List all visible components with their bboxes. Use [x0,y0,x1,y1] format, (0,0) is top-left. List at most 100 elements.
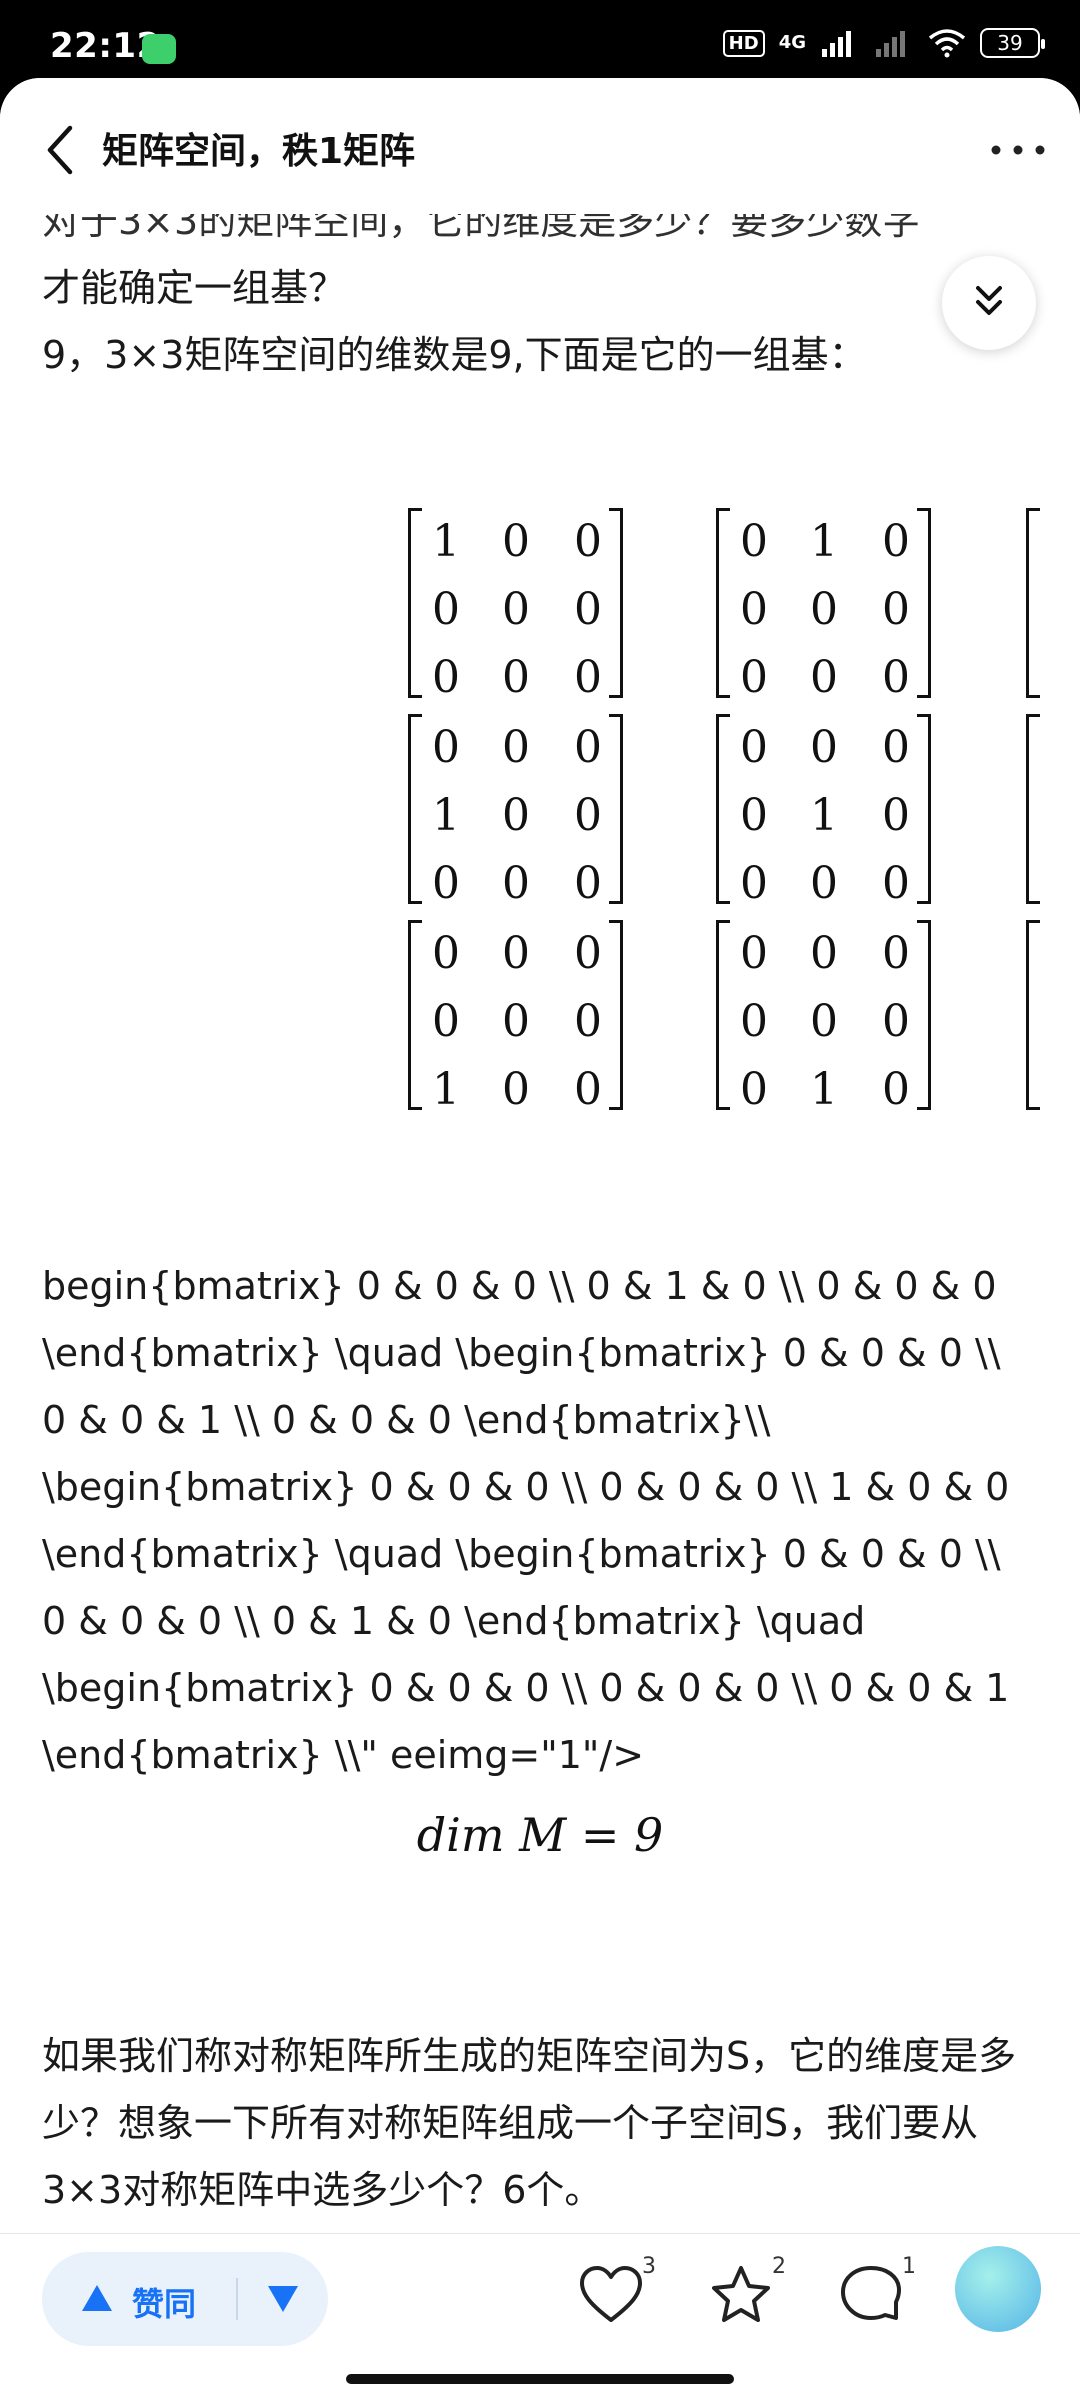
matrix-cell: 0 [574,584,602,635]
matrix-cell: 0 [740,790,768,841]
like-count: 3 [642,2254,656,2279]
favorite-button[interactable]: 2 [708,2254,788,2336]
matrix-cell: 0 [882,652,910,703]
matrix-cell: 0 [502,1064,530,1115]
matrix-cell: 0 [882,584,910,635]
comment-button[interactable]: 1 [838,2254,918,2336]
vote-pill: 赞同 [42,2252,328,2346]
matrix-e12: 0 1 0 0 0 0 0 0 0 [716,508,931,703]
matrix-cell: 0 [432,858,460,909]
matrix-cell: 0 [432,996,460,1047]
battery-level: 39 [997,31,1023,55]
matrix-cell: 0 [740,584,768,635]
intro-paragraph: 对于3×3的矩阵空间，它的维度是多少？要多少数字 才能确定一组基？ 9，3×3矩… [42,198,1032,389]
favorite-count: 2 [772,2254,786,2279]
matrix-cell: 0 [574,652,602,703]
matrix-cell: 0 [810,584,838,635]
basis-matrices: 1 0 0 0 0 0 0 0 0 0 1 0 0 0 0 0 0 0 [0,508,1080,1248]
matrix-cell: 1 [810,1064,838,1115]
matrix-cell: 1 [810,516,838,567]
hd-badge: HD [722,29,765,57]
heart-icon [580,2266,642,2322]
battery-indicator: 39 [980,28,1045,58]
upvote-button[interactable]: 赞同 [42,2252,234,2346]
matrix-e22: 0 0 0 0 1 0 0 0 0 [716,714,931,909]
matrix-cell: 0 [810,722,838,773]
upvote-triangle-icon [82,2285,112,2311]
matrix-cell: 0 [740,858,768,909]
matrix-cell: 0 [740,516,768,567]
matrix-cell: 0 [740,928,768,979]
matrix-cell: 0 [502,790,530,841]
matrix-cell: 0 [740,1064,768,1115]
matrix-cell: 0 [882,790,910,841]
matrix-clipped [1026,920,1080,1110]
matrix-e21: 0 0 0 1 0 0 0 0 0 [408,714,623,909]
intro-line-3: 9，3×3矩阵空间的维数是9,下面是它的一组基： [42,333,867,377]
matrix-cell: 0 [740,996,768,1047]
more-options-icon[interactable] [986,130,1050,170]
matrix-cell: 0 [574,516,602,567]
matrix-cell: 0 [432,584,460,635]
matrix-e32: 0 0 0 0 0 0 0 1 0 [716,920,931,1115]
comment-icon [841,2266,901,2320]
matrix-cell: 0 [574,790,602,841]
matrix-cell: 0 [432,722,460,773]
matrix-cell: 0 [574,996,602,1047]
matrix-cell: 0 [810,996,838,1047]
matrix-clipped [1026,508,1080,698]
wifi-icon [928,29,966,58]
matrix-cell: 0 [810,928,838,979]
upvote-label: 赞同 [132,2285,197,2323]
star-icon [712,2266,770,2322]
dimension-formula: dim M = 9 [416,1808,664,1862]
matrix-cell: 0 [574,858,602,909]
matrix-cell: 0 [574,1064,602,1115]
matrix-cell: 0 [502,928,530,979]
symmetric-paragraph: 如果我们称对称矩阵所生成的矩阵空间为S，它的维度是多少？想象一下所有对称矩阵组成… [42,2034,1017,2212]
matrix-cell: 0 [740,652,768,703]
avatar[interactable] [955,2246,1041,2332]
vote-divider [236,2278,238,2320]
intro-line-2: 才能确定一组基？ [42,266,347,310]
matrix-cell: 0 [882,722,910,773]
matrix-cell: 0 [810,652,838,703]
downvote-triangle-icon [268,2286,298,2312]
signal-icon [822,31,851,57]
matrix-cell: 0 [740,722,768,773]
bottom-action-bar: 赞同 3 2 1 [0,2233,1080,2400]
matrix-cell: 0 [502,652,530,703]
scroll-down-icon[interactable] [942,256,1036,350]
like-button[interactable]: 3 [578,2254,658,2336]
status-bar: 22:12 HD 4G 39 [0,0,1080,80]
matrix-cell: 1 [432,790,460,841]
matrix-cell: 0 [502,516,530,567]
home-indicator [346,2374,734,2384]
matrix-cell: 0 [432,652,460,703]
matrix-cell: 0 [574,722,602,773]
status-time: 22:12 [50,26,161,66]
back-icon[interactable] [38,118,82,182]
matrix-clipped [1026,714,1080,904]
matrix-cell: 0 [882,1064,910,1115]
article-content: 对于3×3的矩阵空间，它的维度是多少？要多少数字 才能确定一组基？ 9，3×3矩… [0,198,1080,2248]
matrix-cell: 0 [502,584,530,635]
matrix-cell: 0 [810,858,838,909]
matrix-cell: 1 [810,790,838,841]
latex-source-text: begin{bmatrix} 0 & 0 & 0 \\ 0 & 1 & 0 \\… [42,1264,1010,1777]
matrix-cell: 0 [502,722,530,773]
comment-count: 1 [902,2254,916,2279]
signal-2-icon [876,31,905,57]
matrix-cell: 0 [432,928,460,979]
network-type: 4G [778,32,806,53]
matrix-cell: 0 [502,858,530,909]
matrix-cell: 1 [432,516,460,567]
matrix-cell: 0 [502,996,530,1047]
downvote-button[interactable] [240,2252,328,2346]
app-notification-icon [142,34,176,64]
matrix-e31: 0 0 0 0 0 0 1 0 0 [408,920,623,1115]
matrix-cell: 0 [882,996,910,1047]
status-indicators: HD 4G 39 [722,28,1045,58]
matrix-cell: 0 [882,928,910,979]
matrix-cell: 0 [574,928,602,979]
